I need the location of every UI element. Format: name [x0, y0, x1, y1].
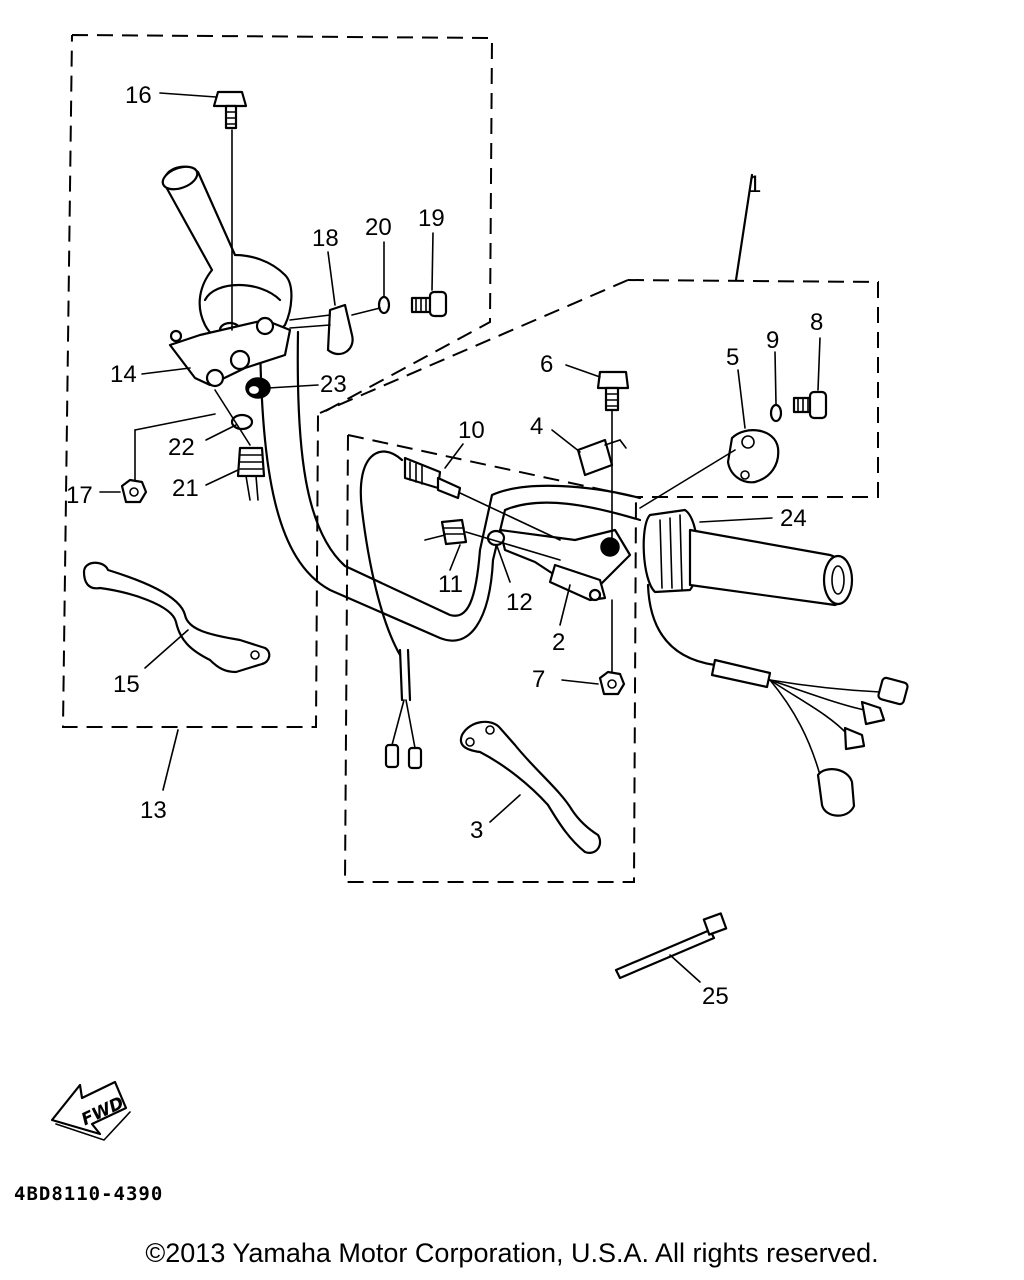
part-23: [245, 377, 271, 399]
callout-6: 6: [540, 351, 553, 378]
callout-13: 13: [140, 797, 167, 824]
part-6-bolt: [596, 370, 630, 412]
callout-12: 12: [506, 589, 533, 616]
copyright-notice: ©2013 Yamaha Motor Corporation, U.S.A. A…: [145, 1238, 879, 1268]
wire-harness: [646, 583, 909, 817]
callout-22: 22: [168, 434, 195, 461]
part-8-screw: [792, 390, 828, 420]
callout-10: 10: [458, 417, 485, 444]
callout-14: 14: [110, 361, 137, 388]
callout-23: 23: [320, 371, 347, 398]
part-24-throttle-grip: [642, 508, 854, 607]
part-12: [465, 529, 561, 561]
lower-wires: [384, 648, 423, 770]
callout-11: 11: [438, 571, 463, 598]
callout-9: 9: [766, 327, 779, 354]
callout-20: 20: [365, 214, 392, 241]
callout-18: 18: [312, 225, 339, 252]
part-16-bolt: [212, 90, 248, 331]
callout-17: 17: [66, 482, 93, 509]
callout-7: 7: [532, 666, 545, 693]
callout-25: 25: [702, 983, 729, 1010]
leader-lines: [99, 92, 821, 983]
part-10-switch: [403, 456, 561, 541]
part-25-cable-tie: [614, 912, 728, 980]
callout-5: 5: [726, 344, 739, 371]
callout-numbers: 16 18 20 19 14 23 22 21 17 15 13 1 6 4 5…: [66, 82, 823, 1010]
callout-19: 19: [418, 205, 445, 232]
handlebar: [258, 330, 642, 657]
part-15-clutch-lever: [82, 561, 271, 674]
part-9-washer: [769, 403, 783, 423]
part-21-adjuster: [214, 389, 266, 501]
callout-3: 3: [470, 817, 483, 844]
group-box-1: [319, 279, 879, 883]
part-4-switch: [576, 438, 627, 477]
diagram-code: 4BD8110-4390: [14, 1183, 163, 1205]
callout-21: 21: [172, 475, 199, 502]
fwd-arrow-icon: FWD: [50, 1080, 131, 1141]
part-11: [424, 518, 468, 546]
group-box-13: [61, 34, 494, 728]
part-7-nut: [598, 670, 626, 696]
part-19-screw: [410, 290, 448, 318]
part-2-master-cylinder: [498, 409, 632, 677]
callout-1: 1: [748, 171, 761, 198]
part-20-washer: [351, 295, 391, 316]
callout-16: 16: [125, 82, 152, 109]
callout-8: 8: [810, 309, 823, 336]
callout-2: 2: [552, 629, 565, 656]
callout-15: 15: [113, 671, 140, 698]
callout-24: 24: [780, 505, 807, 532]
clutch-lever-holder: [161, 165, 293, 388]
part-18-clamp: [289, 303, 354, 356]
part-17-nut: [120, 413, 216, 504]
callout-4: 4: [530, 413, 543, 440]
part-3-brake-lever: [459, 720, 602, 854]
part-5-holder: [639, 429, 780, 509]
